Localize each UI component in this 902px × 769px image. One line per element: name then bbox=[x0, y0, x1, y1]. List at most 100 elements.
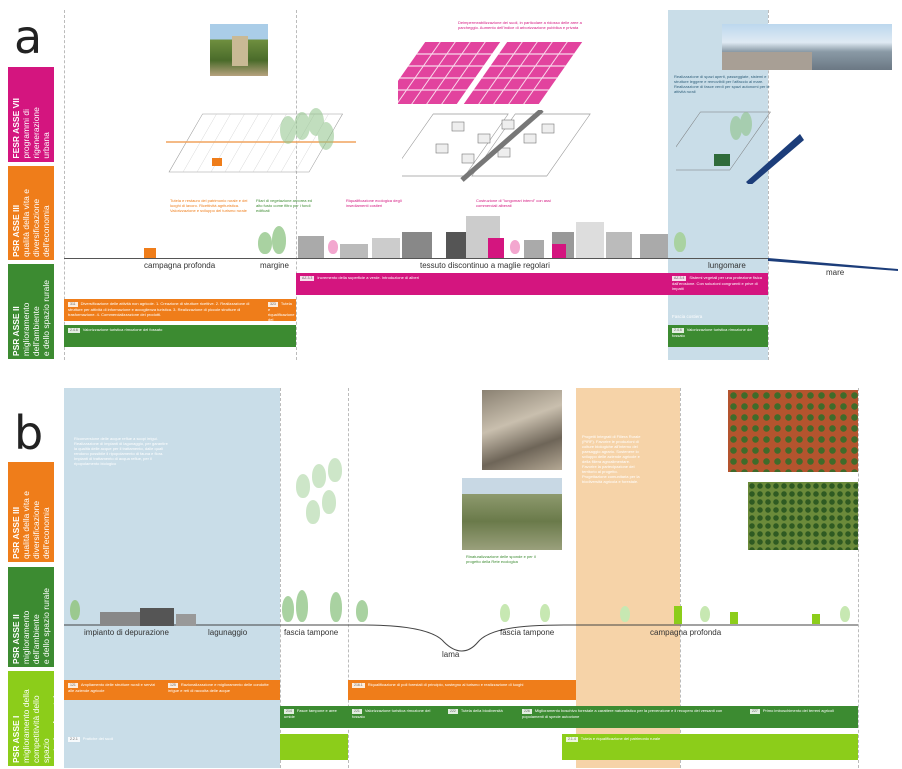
axis-title: PSR ASSE II bbox=[11, 614, 21, 664]
section-b-ground bbox=[64, 624, 858, 652]
axis-label-psr-i: PSR ASSE I miglioramento della competiti… bbox=[8, 671, 61, 766]
divider bbox=[348, 388, 349, 768]
treatment-plant bbox=[140, 608, 174, 626]
tree bbox=[272, 226, 286, 254]
tree bbox=[500, 604, 510, 622]
building bbox=[576, 222, 604, 258]
regeneration-grid bbox=[398, 42, 583, 104]
building bbox=[372, 238, 400, 258]
building bbox=[524, 240, 544, 258]
building bbox=[298, 236, 324, 258]
measure-text: Tutela e riqualificazione del patrimonio… bbox=[268, 301, 295, 321]
building bbox=[640, 234, 668, 258]
measure-code: 125 bbox=[168, 683, 178, 688]
measure-text: Ampliamento delle strutture rurali e ser… bbox=[68, 682, 156, 693]
farm-shed bbox=[144, 248, 156, 258]
tree bbox=[700, 606, 710, 622]
measure-text: Tutela della biodiversità bbox=[460, 708, 503, 713]
panel-a-letter: a bbox=[14, 10, 43, 64]
tree bbox=[328, 458, 342, 482]
measure-code: 121 bbox=[68, 683, 78, 688]
building bbox=[340, 244, 368, 258]
note-pink-mid: Riqualificazione ecologica degli insedia… bbox=[346, 198, 402, 208]
location-label: impianto di depurazione bbox=[84, 628, 169, 637]
note-blue-left: Riconversione delle acque reflue a scopi… bbox=[74, 436, 168, 466]
axis-label-psr-iii-b: PSR ASSE III qualità della vita e divers… bbox=[8, 462, 54, 562]
measure-code: 226 bbox=[522, 709, 532, 714]
axis-title: PSR ASSE II bbox=[11, 306, 21, 356]
divider bbox=[280, 388, 281, 768]
measure-text: Razionalizzazione e miglioramento delle … bbox=[168, 682, 269, 693]
ravine-photo bbox=[482, 390, 562, 470]
axis-title: PSR ASSE I bbox=[11, 715, 21, 763]
measure-text: Tutela e riqualificazione del patrimonio… bbox=[580, 736, 661, 741]
axis-label-fesr-vii: FESR ASSE VII programmi di rigenerazione… bbox=[8, 67, 54, 162]
note-orange-left: Tutela e restauro del patrimonio rurale … bbox=[170, 198, 248, 213]
note-pink-top: Deimpermeabilizzazione dei suoli, in par… bbox=[458, 20, 582, 30]
water-treatment-zone bbox=[64, 388, 280, 768]
tree bbox=[312, 464, 326, 488]
divider bbox=[296, 10, 297, 360]
valley-photo bbox=[462, 478, 562, 550]
building bbox=[606, 232, 632, 258]
measure-text: Miglioramento boschivo forestale a carat… bbox=[522, 708, 723, 719]
measure-code: 2.2.1 bbox=[68, 737, 80, 742]
measure-text: Riqualificazione di poli forestali di pr… bbox=[367, 682, 524, 687]
orchard-photo bbox=[728, 390, 858, 472]
location-label: campagna profonda bbox=[650, 628, 722, 637]
tree bbox=[258, 232, 272, 254]
axis-title: PSR ASSE III bbox=[11, 506, 21, 559]
axis-label-psr-iii-a: PSR ASSE III qualità della vita e divers… bbox=[8, 166, 54, 260]
band-label-coastal: Fascia costiera bbox=[672, 314, 703, 319]
axis-subtitle: qualità della vita e diversificazione de… bbox=[21, 188, 51, 257]
olive-grove-photo bbox=[748, 482, 858, 550]
location-label: campagna profonda bbox=[144, 261, 216, 270]
measure-text: Diversificazione delle attività non agri… bbox=[68, 301, 250, 317]
seafront-photo bbox=[722, 24, 892, 70]
measure-text: Primo imboschimento dei terreni agricoli bbox=[762, 708, 834, 713]
axis-title: FESR ASSE VII bbox=[11, 98, 21, 159]
tree bbox=[282, 596, 294, 622]
lime-shed bbox=[812, 614, 820, 624]
tree bbox=[356, 600, 368, 622]
note-peach: Progetti Integrati di Filiera Rurale (PI… bbox=[582, 434, 641, 484]
measure-code: 221 bbox=[352, 709, 362, 714]
measure-code: 2.4.6 bbox=[672, 328, 684, 333]
countryside-grid bbox=[166, 108, 356, 173]
integrated-projects-zone bbox=[576, 388, 680, 768]
building bbox=[402, 232, 432, 258]
treatment-plant bbox=[176, 614, 196, 626]
measure-code: AZ.3.3 bbox=[300, 276, 315, 281]
tree bbox=[70, 600, 80, 620]
axis-subtitle: programmi di rigenerazione urbana bbox=[21, 107, 51, 159]
axis-subtitle: qualità della vita e diversificazione de… bbox=[21, 490, 51, 559]
divider bbox=[858, 388, 859, 768]
measure-code: 214 bbox=[284, 709, 294, 714]
note-pink-right: Costruzione di "lungomari interni" con a… bbox=[476, 198, 551, 208]
divider bbox=[64, 10, 65, 360]
location-label: margine bbox=[260, 261, 289, 270]
treatment-plant bbox=[100, 612, 140, 626]
measure-code: 2.1.4 bbox=[566, 737, 578, 742]
measure-code: 323 bbox=[268, 302, 278, 307]
measure-text: Valorizzazione turistica rimozione del f… bbox=[672, 327, 753, 338]
measure-code: 2.4.6 bbox=[68, 328, 80, 333]
location-label: lagunaggio bbox=[208, 628, 248, 637]
coastal-wireframe bbox=[676, 111, 804, 184]
axis-subtitle: miglioramento della competitività dello … bbox=[21, 689, 61, 763]
tree bbox=[322, 490, 336, 514]
measure-code: 222 bbox=[448, 709, 458, 714]
axis-subtitle: miglioramento dell'ambiente e dello spaz… bbox=[21, 587, 51, 664]
axis-label-psr-ii-a: PSR ASSE II miglioramento dell'ambiente … bbox=[8, 264, 54, 359]
sea-wedge bbox=[768, 258, 898, 271]
measure-code: 216.1 bbox=[352, 683, 365, 688]
tree bbox=[620, 606, 630, 622]
